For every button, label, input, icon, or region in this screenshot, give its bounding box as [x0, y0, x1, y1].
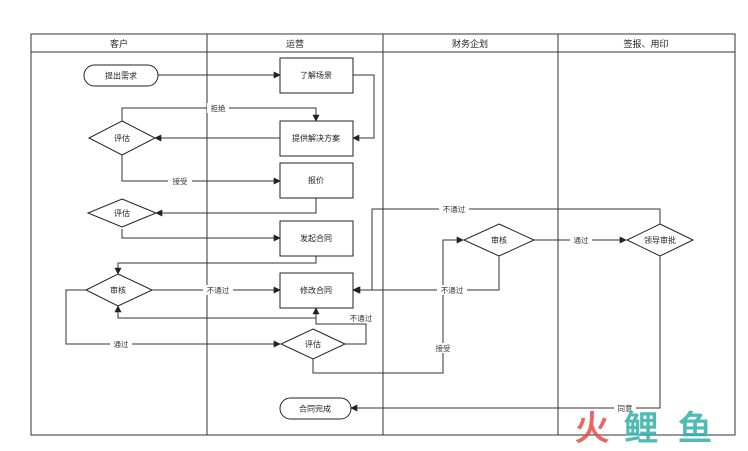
- node-provide-solution: 提供解决方案: [279, 120, 354, 157]
- edge-label-not-pass-finance: 不通过: [441, 285, 464, 295]
- node-initiate-contract: 发起合同: [279, 220, 354, 257]
- node-submit-request: 提出需求: [83, 64, 159, 87]
- node-label: 评估: [114, 133, 130, 143]
- node-review-finance: 审核: [462, 223, 536, 257]
- node-label: 发起合同: [300, 233, 332, 243]
- node-label: 了解场景: [300, 70, 332, 80]
- node-quote: 报价: [279, 162, 354, 199]
- edge-label-pass-finance: 通过: [574, 235, 589, 245]
- node-label: 审核: [110, 285, 126, 295]
- node-label: 提出需求: [105, 71, 137, 81]
- edge-label-pass-customer: 通过: [114, 339, 129, 349]
- lane-header-sign: 签报、用印: [623, 38, 668, 50]
- node-label: 评估: [114, 208, 130, 218]
- node-label: 报价: [308, 175, 324, 185]
- node-label: 提供解决方案: [292, 133, 340, 143]
- node-label: 审核: [491, 235, 507, 245]
- watermark-char-1: 火: [575, 409, 609, 449]
- lane-header-finance: 财务企划: [452, 38, 488, 50]
- watermark-char-2: 鲤: [624, 409, 658, 449]
- swimlane-frame: [30, 33, 736, 436]
- node-evaluate-1: 评估: [87, 120, 157, 156]
- node-modify-contract: 修改合同: [279, 272, 354, 309]
- node-evaluate-ops: 评估: [279, 328, 347, 360]
- node-understand-scene: 了解场景: [279, 57, 354, 94]
- edge-label-reject: 拒绝: [211, 103, 226, 113]
- node-label: 领导审批: [644, 235, 676, 245]
- node-contract-done: 合同完成: [279, 397, 352, 420]
- edge-label-not-pass-review: 不通过: [207, 285, 230, 295]
- node-evaluate-2: 评估: [86, 198, 158, 228]
- edge-label-agree: 同意: [618, 403, 633, 413]
- edge-label-accept-1: 接受: [173, 176, 188, 186]
- node-review-customer: 审核: [84, 273, 154, 307]
- lane-header-customer: 客户: [110, 38, 128, 50]
- edge-label-accept-2: 接受: [436, 343, 451, 353]
- node-leader-approval: 领导审批: [625, 223, 695, 257]
- node-label: 修改合同: [300, 285, 332, 295]
- edge-label-not-pass-eval: 不通过: [350, 313, 373, 323]
- watermark-char-3: 鱼: [678, 409, 712, 449]
- node-label: 合同完成: [299, 404, 331, 414]
- lane-header-operations: 运营: [286, 38, 304, 50]
- edge-label-not-pass-leader: 不通过: [443, 204, 466, 214]
- watermark-logo: 火 鲤 鱼: [575, 409, 712, 449]
- node-label: 评估: [305, 339, 321, 349]
- edge-labels: 拒绝 接受 不通过 不通过 通过 接受 不通过 通过 不通过 同意: [110, 103, 636, 413]
